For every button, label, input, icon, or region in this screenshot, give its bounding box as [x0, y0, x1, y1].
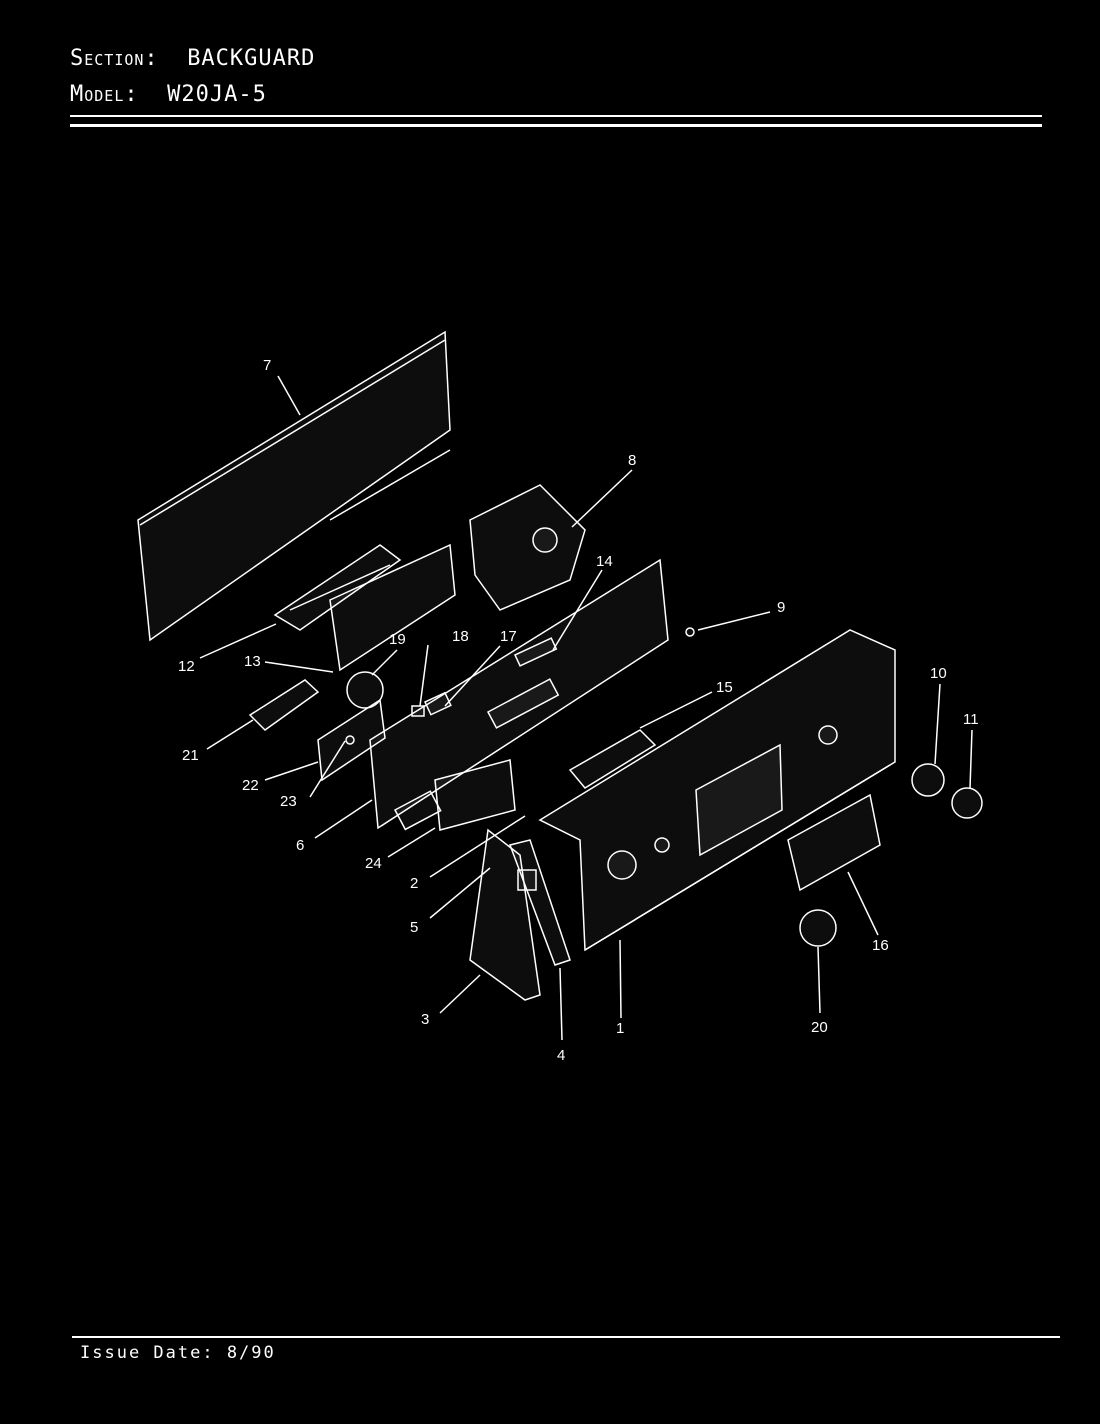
model-heading: Model: W20JA-5 [70, 82, 267, 107]
part-12-switch-block [273, 544, 402, 631]
part-13-switch-bracket [329, 543, 456, 672]
section-heading: Section: BACKGUARD [70, 46, 315, 71]
part-15-button-set [568, 729, 657, 789]
callout-10: 10 [930, 665, 947, 682]
callout-4: 4 [557, 1047, 565, 1064]
callout-19: 19 [389, 631, 406, 648]
part-18-lamp [411, 705, 425, 717]
part-23-screw [345, 735, 355, 745]
part-21-switch-assembly [248, 679, 320, 731]
callout-5: 5 [410, 919, 418, 936]
part-20-knob [799, 909, 837, 947]
part-3-end-cap [469, 828, 541, 1001]
part-8-timer [469, 484, 586, 611]
callout-16: 16 [872, 937, 889, 954]
header-rule-bottom [70, 124, 1042, 127]
part-22-bracket [317, 698, 386, 782]
part-17-switch [424, 691, 452, 716]
callout-15: 15 [716, 679, 733, 696]
callout-1: 1 [616, 1020, 624, 1037]
callout-14: 14 [596, 553, 613, 570]
model-value: W20JA-5 [167, 82, 267, 107]
part-11-knob [951, 787, 983, 819]
callout-8: 8 [628, 452, 636, 469]
part-1-backguard [538, 629, 896, 952]
part-6-control-panel [369, 558, 669, 831]
callout-20: 20 [811, 1019, 828, 1036]
part-10-knob-skirt [911, 763, 945, 797]
part-16-button-assembly [787, 793, 881, 892]
callout-23: 23 [280, 793, 297, 810]
callout-2: 2 [410, 875, 418, 892]
callout-7: 7 [263, 357, 271, 374]
part-9-screw [685, 627, 695, 637]
callout-17: 17 [500, 628, 517, 645]
callout-22: 22 [242, 777, 259, 794]
callout-11: 11 [963, 711, 979, 728]
section-label: Section: [70, 46, 159, 71]
part-14-harness [514, 637, 558, 667]
callout-21: 21 [182, 747, 199, 764]
callout-9: 9 [777, 599, 785, 616]
callout-labels: 7 8 14 9 10 11 12 13 19 18 17 15 21 22 2… [178, 357, 979, 1064]
callout-18: 18 [452, 628, 469, 645]
footer-rule [72, 1336, 1060, 1338]
model-label: Model: [70, 82, 139, 107]
callout-6: 6 [296, 837, 304, 854]
part-7-rear-panel [137, 330, 451, 642]
header-rule-top [70, 115, 1042, 117]
part-4-end-trim [509, 839, 571, 966]
issue-date: Issue Date: 8/90 [80, 1343, 276, 1363]
callout-3: 3 [421, 1011, 429, 1028]
leader-lines [199, 375, 973, 1041]
callout-24: 24 [365, 855, 382, 872]
part-24-window [434, 759, 516, 831]
part-19-selector [346, 671, 384, 709]
callout-12: 12 [178, 658, 195, 675]
section-value: BACKGUARD [187, 46, 316, 71]
callout-13: 13 [244, 653, 261, 670]
